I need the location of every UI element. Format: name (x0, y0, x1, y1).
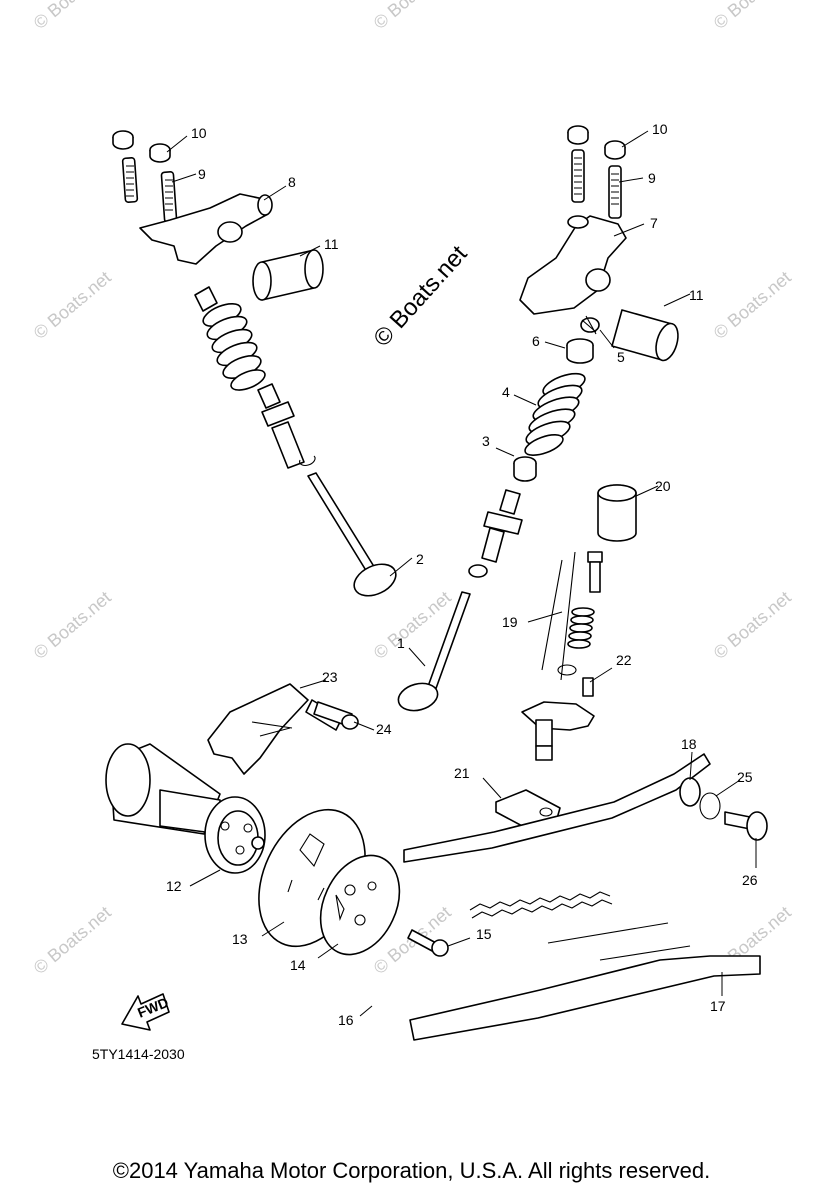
watermark-tile: © Boats.net (30, 902, 115, 978)
callout-labels: 1 2 3 4 5 6 7 8 9 9 10 10 11 11 12 13 14… (166, 121, 758, 1028)
callout-2: 2 (416, 551, 424, 567)
callout-26: 26 (742, 872, 758, 888)
copyright-notice: ©2014 Yamaha Motor Corporation, U.S.A. A… (112, 1158, 711, 1183)
cam-chain (469, 891, 613, 919)
callout-24: 24 (376, 721, 392, 737)
callout-10-right: 10 (652, 121, 668, 137)
cam-chain-tensioner (495, 484, 637, 829)
watermark-tiles: © Boats.net © Boats.net © Boats.net © Bo… (30, 0, 795, 978)
watermark-tile: © Boats.net (30, 587, 115, 663)
callout-16: 16 (338, 1012, 354, 1028)
callout-14: 14 (290, 957, 306, 973)
cam-sprocket (258, 808, 449, 957)
diagram-code: 5TY1414-2030 (92, 1046, 185, 1062)
callout-8: 8 (288, 174, 296, 190)
callout-22: 22 (616, 652, 632, 668)
callout-17: 17 (710, 998, 726, 1014)
watermark-tile: © Boats.net (30, 0, 115, 33)
left-rocker-assembly (112, 130, 397, 597)
callout-4: 4 (502, 384, 510, 400)
leader-lines (166, 130, 757, 1017)
callout-6: 6 (532, 333, 540, 349)
callout-25: 25 (737, 769, 753, 785)
callout-3: 3 (482, 433, 490, 449)
watermark-tile: © Boats.net (710, 0, 795, 33)
callout-23: 23 (322, 669, 338, 685)
callout-5: 5 (617, 349, 625, 365)
callout-13: 13 (232, 931, 248, 947)
callout-12: 12 (166, 878, 182, 894)
decompressor-assembly (207, 683, 359, 775)
fwd-arrow: FWD (121, 993, 171, 1031)
left-valve-spring (202, 302, 266, 391)
callout-9-right: 9 (648, 170, 656, 186)
camshaft (105, 743, 266, 874)
watermark-tile: © Boats.net (710, 267, 795, 343)
callout-7: 7 (650, 215, 658, 231)
callout-19: 19 (502, 614, 518, 630)
tensioner-spring (567, 607, 595, 649)
right-valve-spring (524, 372, 586, 456)
callout-15: 15 (476, 926, 492, 942)
cam-chain-and-guides (403, 753, 768, 1041)
callout-11-left: 11 (324, 236, 339, 252)
watermark-tile: © Boats.net (370, 0, 455, 33)
callout-11-right: 11 (689, 287, 704, 303)
callout-10-left: 10 (191, 125, 207, 141)
watermark-tile: © Boats.net (710, 587, 795, 663)
callout-20: 20 (655, 478, 671, 494)
callout-9-left: 9 (198, 166, 206, 182)
right-rocker-assembly (397, 125, 679, 712)
watermark-center: © Boats.net (368, 240, 472, 352)
watermark-tile: © Boats.net (30, 267, 115, 343)
callout-1: 1 (397, 635, 405, 651)
callout-18: 18 (681, 736, 697, 752)
callout-21: 21 (454, 765, 470, 781)
